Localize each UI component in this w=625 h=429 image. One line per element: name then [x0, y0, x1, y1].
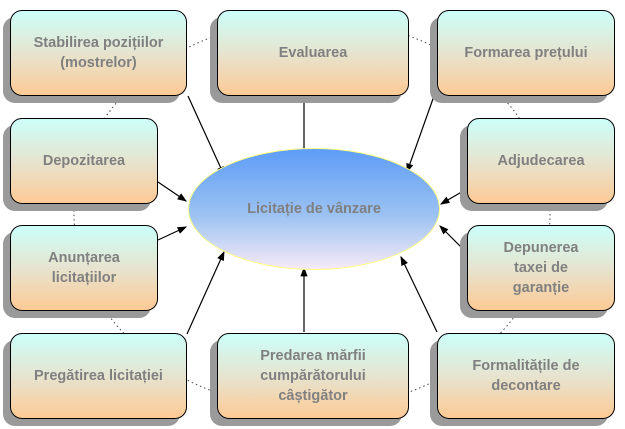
box-depozitarea: Depozitarea	[10, 118, 158, 204]
box-stabilirea: Stabilirea pozițiilor (mostrelor)	[10, 10, 187, 96]
box-label: Formalitățile de decontare	[472, 358, 580, 394]
arrow	[439, 225, 465, 251]
arrow	[406, 95, 435, 174]
box-pregatirea: Pregătirea licitației	[10, 333, 187, 419]
box-label: Anunțarea licitațiilor	[48, 250, 120, 286]
box-label: Pregătirea licitației	[34, 368, 163, 384]
box-formarea: Formarea prețului	[437, 10, 615, 96]
arrow	[187, 95, 225, 177]
box-label: Evaluarea	[278, 45, 348, 61]
arrow	[157, 181, 187, 202]
box-label: Stabilirea pozițiilor (mostrelor)	[33, 35, 164, 71]
box-predarea: Predarea mărfii cumpărătorului câștigăto…	[217, 333, 409, 419]
box-label: Depunerea taxei de garanție	[503, 240, 579, 296]
box-label: Adjudecarea	[497, 153, 585, 169]
box-adjudecarea: Adjudecarea	[467, 118, 615, 204]
box-evaluarea: Evaluarea	[217, 10, 409, 96]
box-label: Depozitarea	[42, 153, 126, 169]
box-formalitatile: Formalitățile de decontare	[437, 333, 615, 419]
center-label: Licitație de vânzare	[247, 201, 381, 217]
arrow	[186, 250, 225, 335]
box-anuntarea: Anunțarea licitațiilor	[10, 225, 158, 311]
center-ellipse: Licitație de vânzare	[188, 148, 440, 270]
arrow	[439, 189, 466, 205]
box-label: Predarea mărfii cumpărătorului câștigăto…	[260, 348, 366, 404]
arrow	[157, 226, 188, 241]
box-label: Formarea prețului	[464, 45, 588, 61]
box-depunerea: Depunerea taxei de garanție	[467, 225, 615, 311]
arrow	[400, 255, 438, 333]
